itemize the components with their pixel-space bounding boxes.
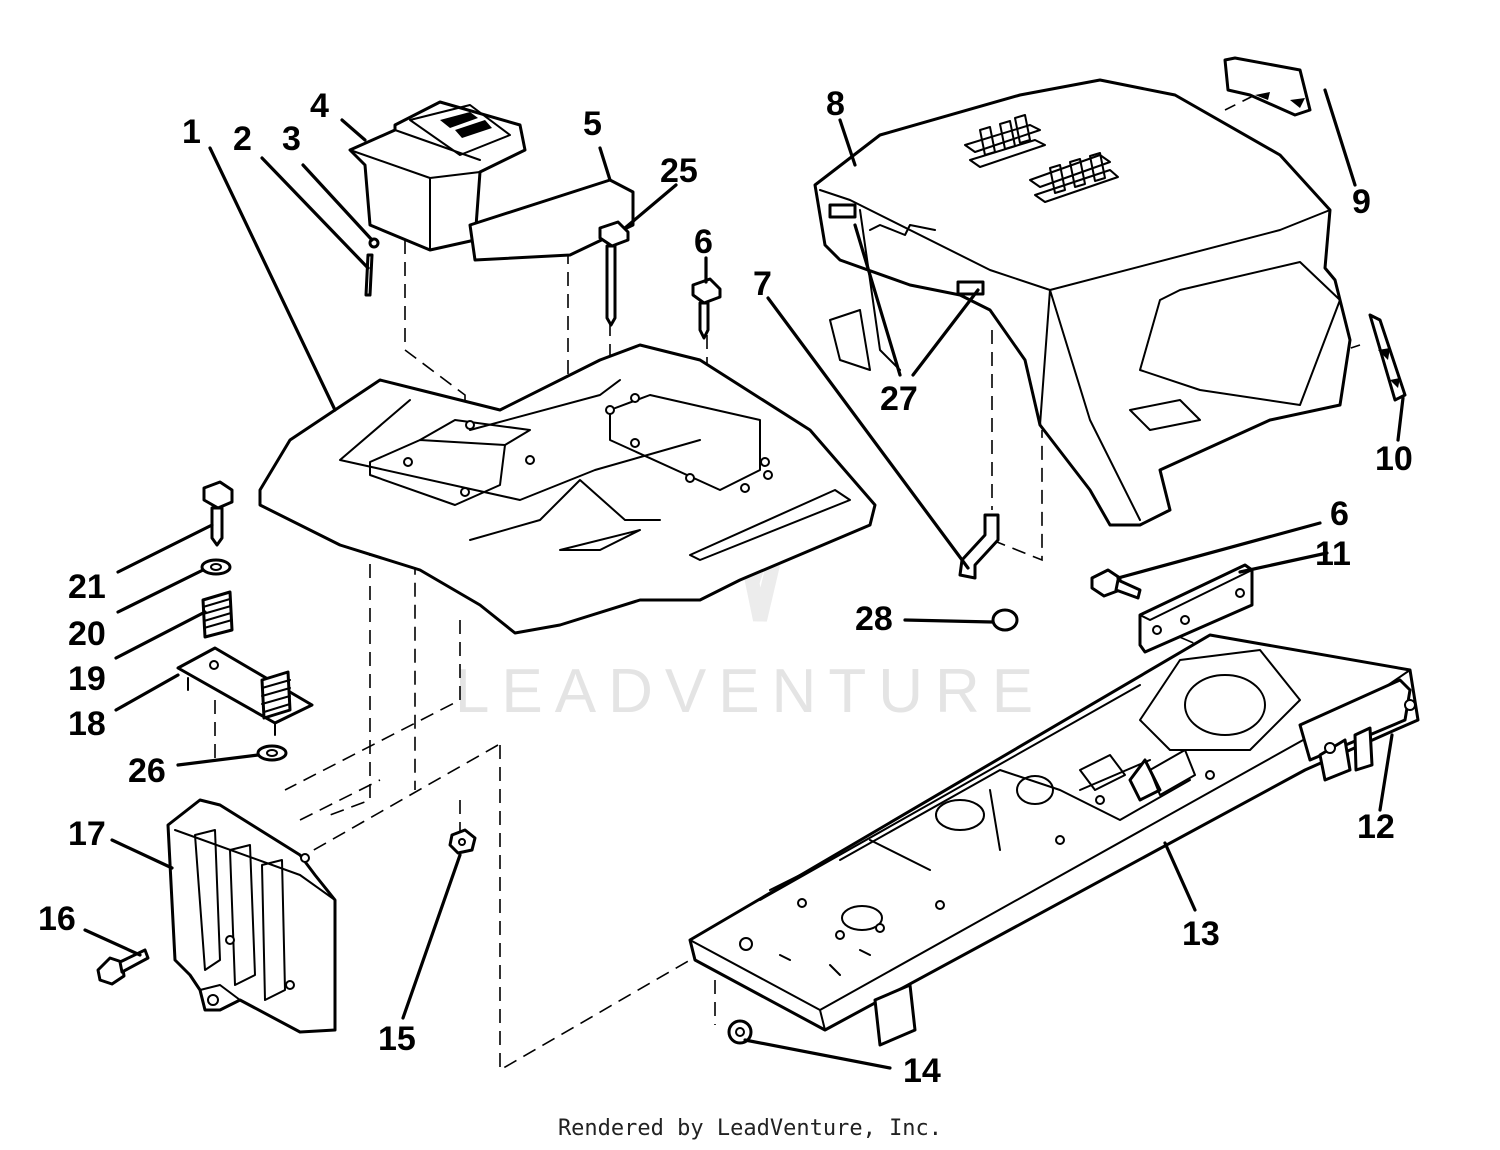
pin-part-2[interactable] bbox=[364, 253, 374, 297]
callout-13: 13 bbox=[1182, 915, 1220, 953]
callout-21: 21 bbox=[68, 568, 106, 606]
callout-7: 7 bbox=[753, 265, 772, 303]
callout-6-lower: 6 bbox=[1330, 495, 1349, 533]
leader-lines bbox=[83, 88, 1405, 1070]
footer-credit: Rendered by LeadVenture, Inc. bbox=[557, 1116, 943, 1141]
hood-part-8[interactable] bbox=[813, 78, 1352, 527]
callout-6: 6 bbox=[694, 223, 713, 261]
tray-part-4[interactable] bbox=[348, 100, 527, 252]
callout-10: 10 bbox=[1375, 440, 1413, 478]
bracket-part-11[interactable] bbox=[1138, 563, 1254, 654]
callout-26: 26 bbox=[128, 752, 166, 790]
callout-17: 17 bbox=[68, 815, 106, 853]
callout-18: 18 bbox=[68, 705, 106, 743]
lens-part-9[interactable] bbox=[1223, 56, 1312, 117]
bracket-part-7[interactable] bbox=[958, 513, 1000, 580]
bolt-part-6-lower[interactable] bbox=[1090, 568, 1142, 600]
nut-part-14[interactable] bbox=[727, 1019, 753, 1045]
frame-part-13[interactable] bbox=[688, 633, 1420, 1047]
bolt-part-25[interactable] bbox=[598, 220, 630, 327]
bolt-part-21[interactable] bbox=[202, 480, 234, 547]
washer-part-26[interactable] bbox=[256, 744, 288, 762]
callout-28: 28 bbox=[855, 600, 893, 638]
callout-11: 11 bbox=[1315, 535, 1351, 573]
bolt-part-6[interactable] bbox=[691, 277, 722, 340]
nut-part-15[interactable] bbox=[448, 828, 477, 855]
spring-part-19[interactable] bbox=[201, 590, 234, 639]
clip-part-10[interactable] bbox=[1368, 313, 1407, 402]
washer-part-20[interactable] bbox=[200, 558, 232, 576]
callout-4: 4 bbox=[310, 87, 329, 125]
shield-part-17[interactable] bbox=[166, 798, 337, 1034]
callout-15: 15 bbox=[378, 1020, 416, 1058]
frame-mount-tab bbox=[873, 983, 917, 1047]
hood-bumper-left bbox=[828, 203, 857, 219]
callout-2: 2 bbox=[233, 120, 252, 158]
watermark-text: LEADVENTURE bbox=[455, 657, 1045, 726]
callout-20: 20 bbox=[68, 615, 106, 653]
bolt-part-16[interactable] bbox=[96, 948, 150, 986]
callout-3: 3 bbox=[282, 120, 301, 158]
callout-8: 8 bbox=[826, 85, 845, 123]
callout-12: 12 bbox=[1357, 808, 1395, 846]
callout-25: 25 bbox=[660, 152, 698, 190]
callout-14: 14 bbox=[903, 1052, 941, 1090]
callout-numbers: 1 2 3 4 5 25 6 7 8 9 10 27 6 11 28 12 13… bbox=[38, 85, 1413, 1090]
callout-1: 1 bbox=[182, 113, 201, 151]
callout-27: 27 bbox=[880, 380, 918, 418]
callout-16: 16 bbox=[38, 900, 76, 938]
plug-part-28[interactable] bbox=[991, 608, 1019, 632]
callout-9: 9 bbox=[1352, 183, 1371, 221]
fender-part-1[interactable] bbox=[258, 343, 877, 635]
callout-19: 19 bbox=[68, 660, 106, 698]
plate-part-18[interactable] bbox=[176, 646, 314, 736]
callout-5: 5 bbox=[583, 105, 602, 143]
hood-bumper-right bbox=[956, 280, 985, 296]
